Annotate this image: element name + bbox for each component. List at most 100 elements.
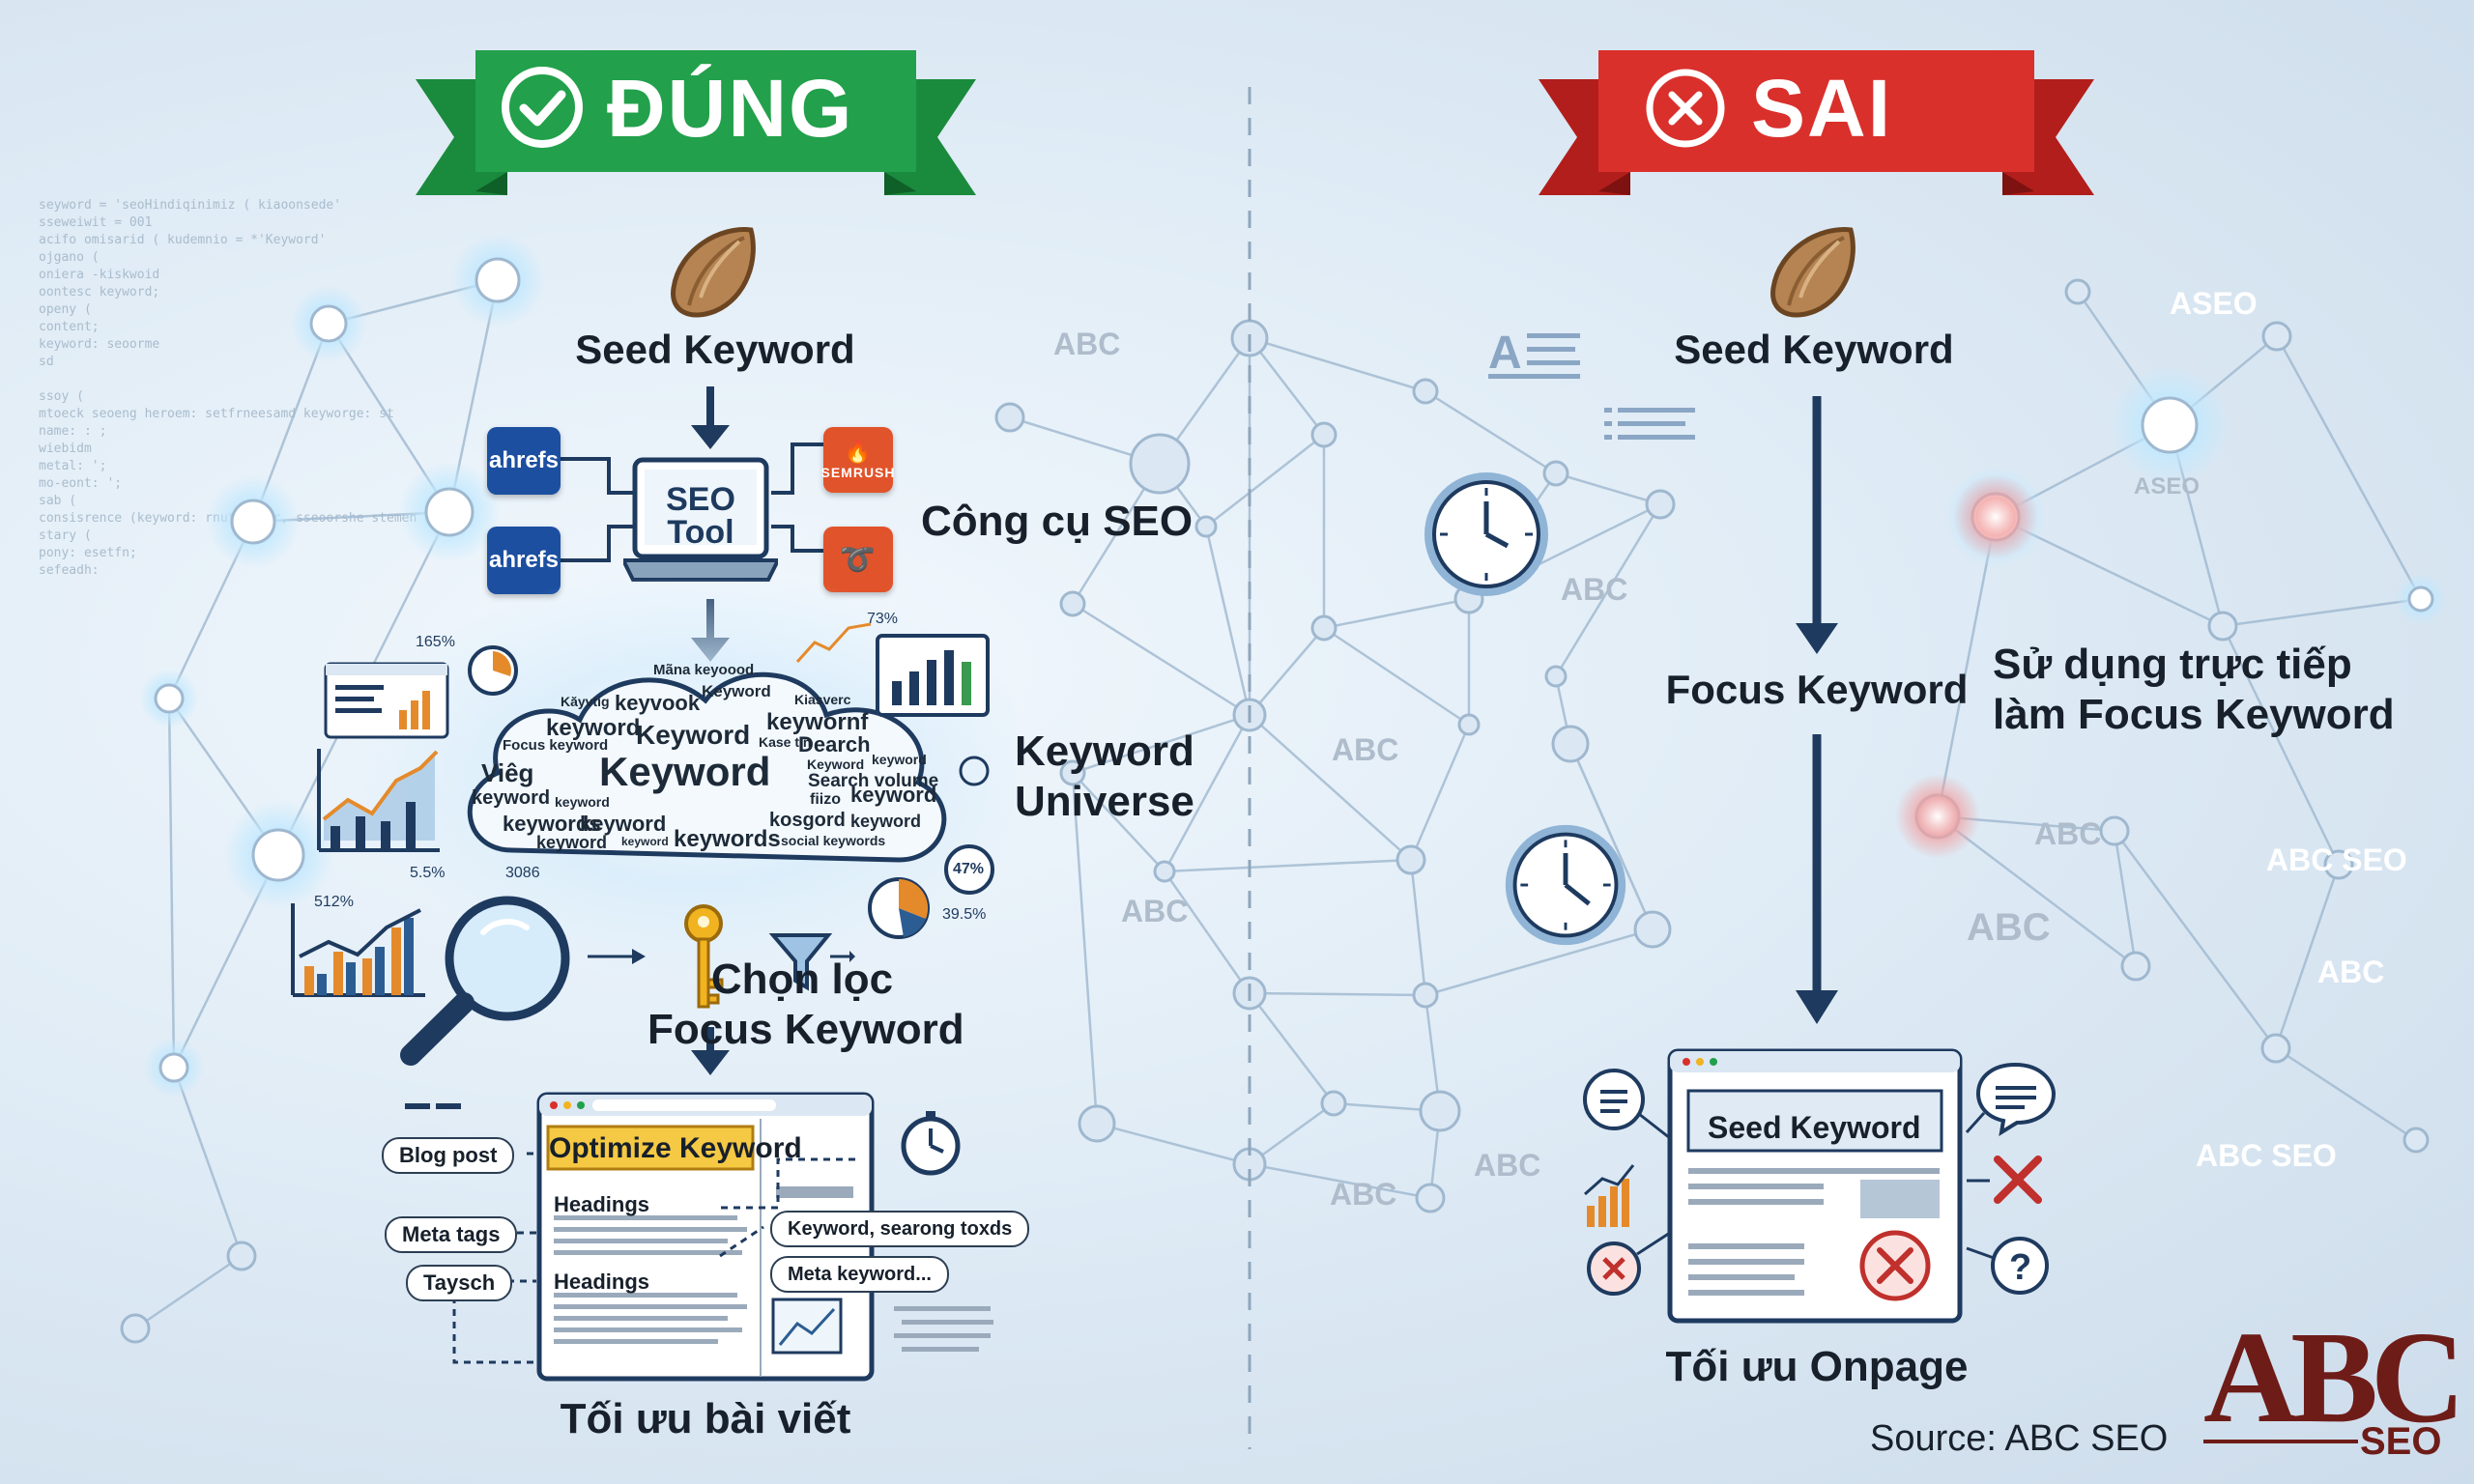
network-link <box>172 1067 244 1257</box>
code-line: sefeadh: <box>39 563 100 578</box>
code-line: ojgano ( <box>39 250 100 265</box>
watermark: ABC <box>2317 955 2385 989</box>
network-link <box>1249 337 1325 436</box>
code-line: openy ( <box>39 302 92 317</box>
code-line: keyword: seoorme <box>39 337 160 352</box>
network-link <box>1249 714 1412 861</box>
wrong-banner-text: SAI <box>1751 63 1893 154</box>
watermark: ABC <box>1561 572 1628 607</box>
code-line: name: : ; <box>39 424 107 439</box>
cloud-word: kosgord <box>769 810 846 831</box>
stat-value: 3086 <box>505 865 540 881</box>
pill-connectors <box>405 1103 855 1364</box>
cloud-word: Keyword <box>702 682 771 700</box>
direct-use-label: Sử dụng trực tiếp làm Focus Keyword <box>1993 641 2395 738</box>
cloud-word: keyword <box>580 812 667 836</box>
network-link <box>1323 626 1470 727</box>
network-node <box>1310 614 1338 642</box>
cloud-word: keyword <box>472 787 551 809</box>
laptop-icon <box>623 457 778 582</box>
cloud-word: Keyword <box>807 756 865 772</box>
onpage-header: Seed Keyword <box>1708 1110 1921 1145</box>
semrush-logo: 🔥 SEMRUSH <box>821 427 895 493</box>
network-node <box>309 304 348 343</box>
network-node <box>2207 611 2238 642</box>
optimize-keyword-header: Optimize Keyword <box>549 1132 802 1164</box>
sparkline-icon <box>795 622 872 664</box>
cloud-word: keyword <box>872 752 927 767</box>
seed-keyword-label: Seed Keyword <box>1674 327 1954 372</box>
network-node <box>1194 515 1218 538</box>
network-link <box>1323 597 1470 630</box>
watermark: ABC <box>1053 327 1121 361</box>
network-node <box>2141 396 2199 454</box>
network-link <box>134 1254 243 1330</box>
onpage-left-icons <box>1583 1069 1671 1296</box>
network-alert-glow <box>1895 774 1980 859</box>
cloud-word: social keywords <box>781 833 886 848</box>
network-node <box>2323 849 2354 880</box>
ahrefs-logo: ahrefs <box>487 427 561 495</box>
text-document-icon: A <box>1488 328 1580 379</box>
x-circle-icon <box>1646 69 1725 148</box>
optimize-article-label: Tối ưu bài viết <box>560 1395 851 1442</box>
watermark: ABC <box>1474 1148 1541 1183</box>
network-node <box>1633 910 1672 949</box>
network-node <box>2099 815 2130 846</box>
network-node <box>994 402 1025 433</box>
network-node <box>2402 1127 2430 1154</box>
text-lines-icon <box>894 1306 993 1352</box>
network-link <box>167 698 176 1069</box>
cloud-word: keywornf <box>766 709 869 735</box>
code-line: content; <box>39 320 100 334</box>
network-node <box>2407 585 2434 613</box>
article-browser-window <box>536 1092 875 1382</box>
network-node <box>1059 590 1086 617</box>
cloud-word: keyword <box>850 812 922 831</box>
cloud-word: Viêg <box>481 758 534 787</box>
clock-icon <box>1424 472 1548 596</box>
stat-value: 165% <box>416 634 455 650</box>
article-heading: Headings <box>554 1192 650 1216</box>
network-node <box>1078 1104 1116 1143</box>
code-line: pony: esetfn; <box>39 546 137 560</box>
code-line: oontesc keyword; <box>39 285 160 300</box>
watermark: ABC SEO <box>2196 1138 2337 1173</box>
network-node <box>1412 378 1439 405</box>
network-link <box>1409 724 1471 861</box>
network-link <box>1249 627 1325 716</box>
network-link <box>1424 928 1654 997</box>
network-node <box>154 683 185 714</box>
network-link <box>2113 830 2278 1049</box>
onpage-right-icons: ? <box>1965 1062 2057 1295</box>
network-link <box>1249 992 1335 1104</box>
pie-chart-icon <box>868 877 930 939</box>
network-link <box>1554 503 1662 677</box>
meta-tags-pill: Meta tags <box>385 1216 518 1253</box>
clock-icon <box>1505 824 1626 946</box>
correct-banner-text: ĐÚNG <box>607 63 854 154</box>
right-flow-arrows <box>1796 396 1838 1024</box>
check-circle-icon <box>502 67 583 148</box>
cloud-word: Keyword <box>636 720 751 750</box>
cloud-word: fiizo <box>810 791 841 808</box>
network-node <box>226 1241 257 1271</box>
list-lines-icon <box>1604 408 1695 440</box>
dashboard-chart-icon <box>324 662 449 739</box>
network-node <box>1310 421 1338 448</box>
watermark: ABC <box>1121 894 1189 928</box>
ahrefs-logo: ahrefs <box>487 527 561 594</box>
network-node <box>1129 433 1191 495</box>
cloud-word: Focus keyword <box>503 737 609 754</box>
code-line: oniera -kiskwoid <box>39 268 160 282</box>
stat-value: 512% <box>314 894 354 910</box>
network-link <box>1249 1162 1431 1200</box>
refresh-icon <box>959 756 990 786</box>
network-node <box>1395 844 1426 875</box>
blog-post-pill: Blog post <box>382 1137 515 1174</box>
seo-tools-label: Công cụ SEO <box>921 498 1194 545</box>
analytics-board-icon <box>876 634 990 717</box>
network-node <box>1544 665 1568 688</box>
